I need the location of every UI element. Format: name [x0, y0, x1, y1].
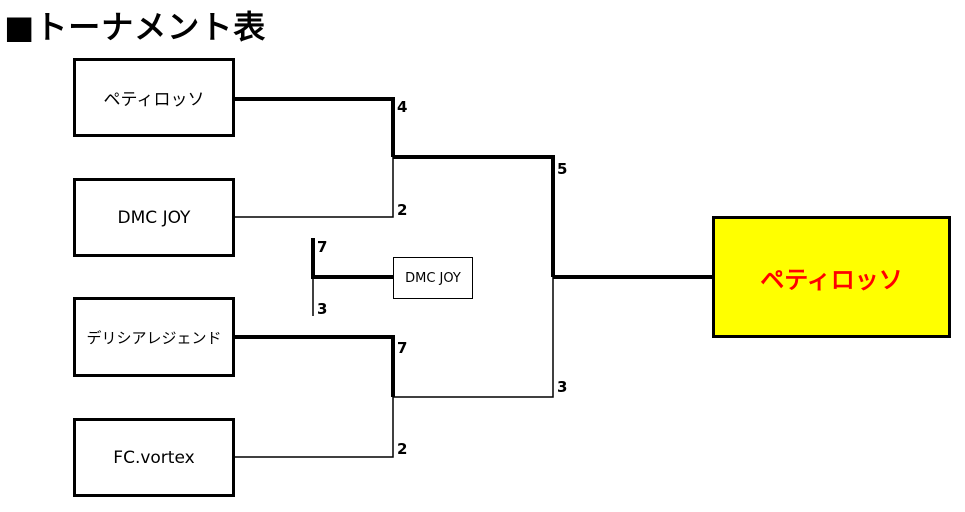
team-name: デリシアレジェンド	[86, 328, 222, 347]
semi2-bottom-score: 2	[397, 440, 408, 458]
semi1-top-score: 4	[397, 98, 408, 116]
side-match-box: DMC JOY	[393, 257, 473, 299]
champion-name: ペティロッソ	[760, 265, 903, 294]
side-match-label: DMC JOY	[405, 270, 461, 286]
bracket-line-team4	[234, 397, 394, 458]
team-name: DMC JOY	[117, 207, 191, 228]
team-box-4: FC.vortex	[73, 418, 235, 497]
team-name: ペティロッソ	[103, 90, 205, 110]
champion-box: ペティロッソ	[712, 216, 951, 338]
semi2-top-score: 7	[397, 339, 408, 357]
page-title: ■トーナメント表	[4, 8, 267, 46]
side-match-bottom-score: 3	[317, 300, 328, 318]
bracket-line-team3	[234, 335, 395, 397]
final-bottom-score: 3	[557, 378, 568, 396]
semi1-bottom-score: 2	[397, 201, 408, 219]
bracket-line-team2	[234, 157, 394, 218]
team-box-1: ペティロッソ	[73, 58, 235, 137]
team-box-3: デリシアレジェンド	[73, 297, 235, 377]
bracket-line-semi2-winner	[393, 277, 554, 398]
final-top-score: 5	[557, 160, 568, 178]
team-box-2: DMC JOY	[73, 178, 235, 257]
bracket-line-team1	[234, 97, 395, 157]
side-match-top-score: 7	[317, 238, 328, 256]
bracket-line-semi1-winner	[393, 155, 555, 277]
team-name: FC.vortex	[113, 447, 195, 468]
